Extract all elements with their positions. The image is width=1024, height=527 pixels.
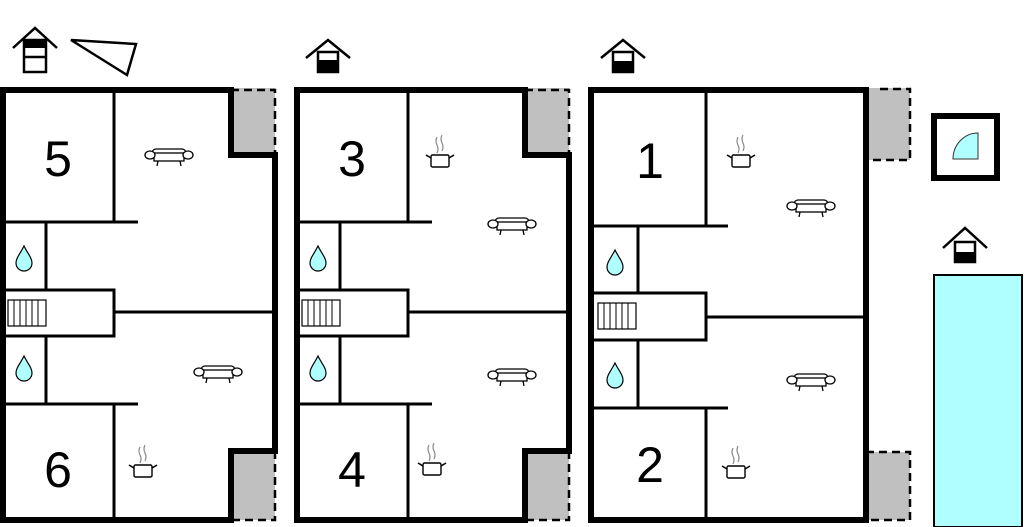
unit-3-4: 3 4 — [294, 87, 572, 523]
sofa-icon — [487, 368, 537, 387]
bathroom-drop-icon — [309, 355, 327, 382]
house-floor-icon — [11, 26, 59, 74]
sofa-icon — [786, 373, 836, 392]
house-floor-icon — [305, 38, 351, 74]
sofa-icon — [144, 148, 194, 167]
bathroom-drop-icon — [15, 245, 33, 272]
kitchen-pot-icon — [128, 444, 158, 478]
bathroom-drop-icon — [15, 355, 33, 382]
shower-icon — [931, 113, 1000, 181]
room-number: 1 — [636, 133, 664, 189]
room-number: 4 — [338, 442, 366, 498]
unit-1-2: 1 2 — [588, 87, 912, 523]
pool — [933, 274, 1023, 527]
stairs-icon — [7, 299, 47, 327]
stairs-icon — [597, 302, 637, 330]
kitchen-pot-icon — [417, 442, 447, 476]
room-number: 2 — [636, 437, 664, 493]
kitchen-pot-icon — [721, 445, 751, 479]
house-floor-icon — [600, 38, 646, 74]
terrace — [231, 88, 275, 155]
bathroom-drop-icon — [309, 245, 327, 272]
house-floor-icon — [942, 226, 988, 264]
room-number: 6 — [44, 442, 72, 498]
room-number: 5 — [44, 131, 72, 187]
unit-5-6: 5 6 — [0, 87, 278, 523]
bathroom-drop-icon — [606, 249, 624, 276]
terrace — [231, 451, 275, 520]
room-number: 3 — [338, 131, 366, 187]
kitchen-pot-icon — [726, 134, 756, 168]
stairs-icon — [301, 299, 341, 327]
kitchen-pot-icon — [425, 134, 455, 168]
bathroom-drop-icon — [606, 362, 624, 389]
sofa-icon — [487, 217, 537, 236]
sofa-icon — [193, 365, 243, 384]
compass-triangle-icon — [70, 38, 138, 77]
sofa-icon — [786, 199, 836, 218]
